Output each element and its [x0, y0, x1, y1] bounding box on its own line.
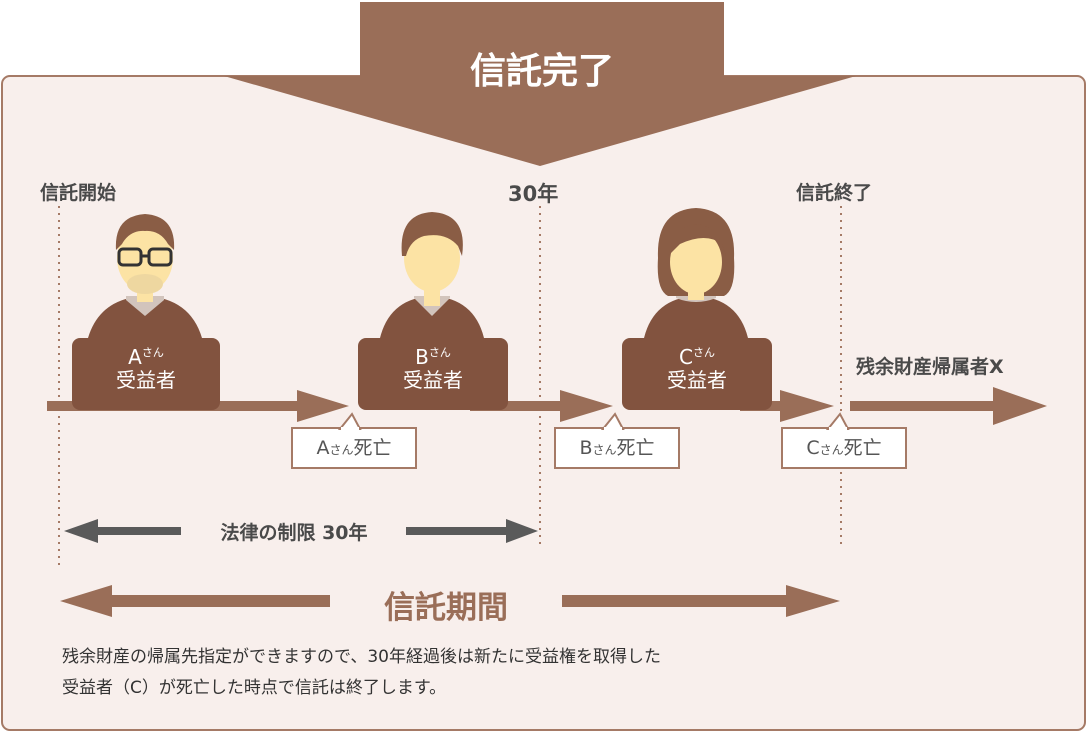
explanation-note: 残余財産の帰属先指定ができますので、30年経過後は新たに受益権を取得した 受益者… — [62, 642, 882, 704]
death-callout-a — [291, 412, 417, 469]
beneficiary-b-role: 受益者 — [403, 368, 463, 392]
note-line-2: 受益者（C）が死亡した時点で信託は終了します。 — [62, 678, 447, 698]
trust-end-label: 信託終了 — [796, 182, 873, 204]
residual-holder-label: 残余財産帰属者X — [856, 356, 1004, 378]
beneficiary-b-letter: B — [415, 345, 429, 369]
beneficiary-a-letter: A — [128, 345, 142, 369]
trust-period-arrow-left — [60, 585, 330, 617]
legal-limit-arrow-right — [406, 519, 538, 543]
death-b-letter: B — [579, 437, 593, 459]
beneficiary-c-role: 受益者 — [667, 368, 727, 392]
death-a-letter: A — [316, 437, 330, 459]
death-c-honorific: さん — [819, 443, 844, 457]
timeline-arrow-b — [470, 390, 613, 422]
death-c-text: Cさん死亡 — [782, 430, 906, 468]
death-callout-b — [554, 412, 680, 469]
trust-period-arrow-right — [562, 585, 840, 617]
beneficiary-b-label: Bさん 受益者 — [358, 346, 508, 392]
residual-arrow — [850, 387, 1047, 425]
death-a-text: Aさん死亡 — [292, 430, 416, 468]
death-c-suffix: 死亡 — [843, 437, 882, 459]
death-a-suffix: 死亡 — [353, 437, 392, 459]
beneficiary-a-honorific: さん — [141, 346, 164, 359]
header-arrow — [224, 2, 856, 166]
beneficiary-c-label: Cさん 受益者 — [622, 346, 772, 392]
person-c-icon — [622, 208, 772, 410]
death-a-honorific: さん — [329, 443, 354, 457]
death-b-honorific: さん — [592, 443, 617, 457]
legal-limit-label: 法律の制限 30年 — [220, 522, 368, 544]
note-line-1: 残余財産の帰属先指定ができますので、30年経過後は新たに受益権を取得した — [62, 647, 661, 667]
trust-start-label: 信託開始 — [40, 182, 117, 204]
thirty-year-label: 30年 — [508, 182, 559, 206]
legal-limit-arrow-left — [64, 519, 181, 543]
beneficiary-a-role: 受益者 — [116, 368, 176, 392]
beneficiary-c-letter: C — [679, 345, 693, 369]
trust-period-label: 信託期間 — [384, 590, 508, 626]
death-c-letter: C — [806, 437, 820, 459]
person-b-icon — [358, 212, 508, 410]
death-b-text: Bさん死亡 — [555, 430, 679, 468]
death-b-suffix: 死亡 — [616, 437, 655, 459]
beneficiary-a-label: Aさん 受益者 — [72, 346, 220, 392]
header-title: 信託完了 — [469, 51, 614, 92]
beneficiary-c-honorific: さん — [692, 346, 715, 359]
beneficiary-b-honorific: さん — [428, 346, 451, 359]
death-callout-c — [781, 412, 907, 469]
person-a-icon — [72, 214, 220, 410]
